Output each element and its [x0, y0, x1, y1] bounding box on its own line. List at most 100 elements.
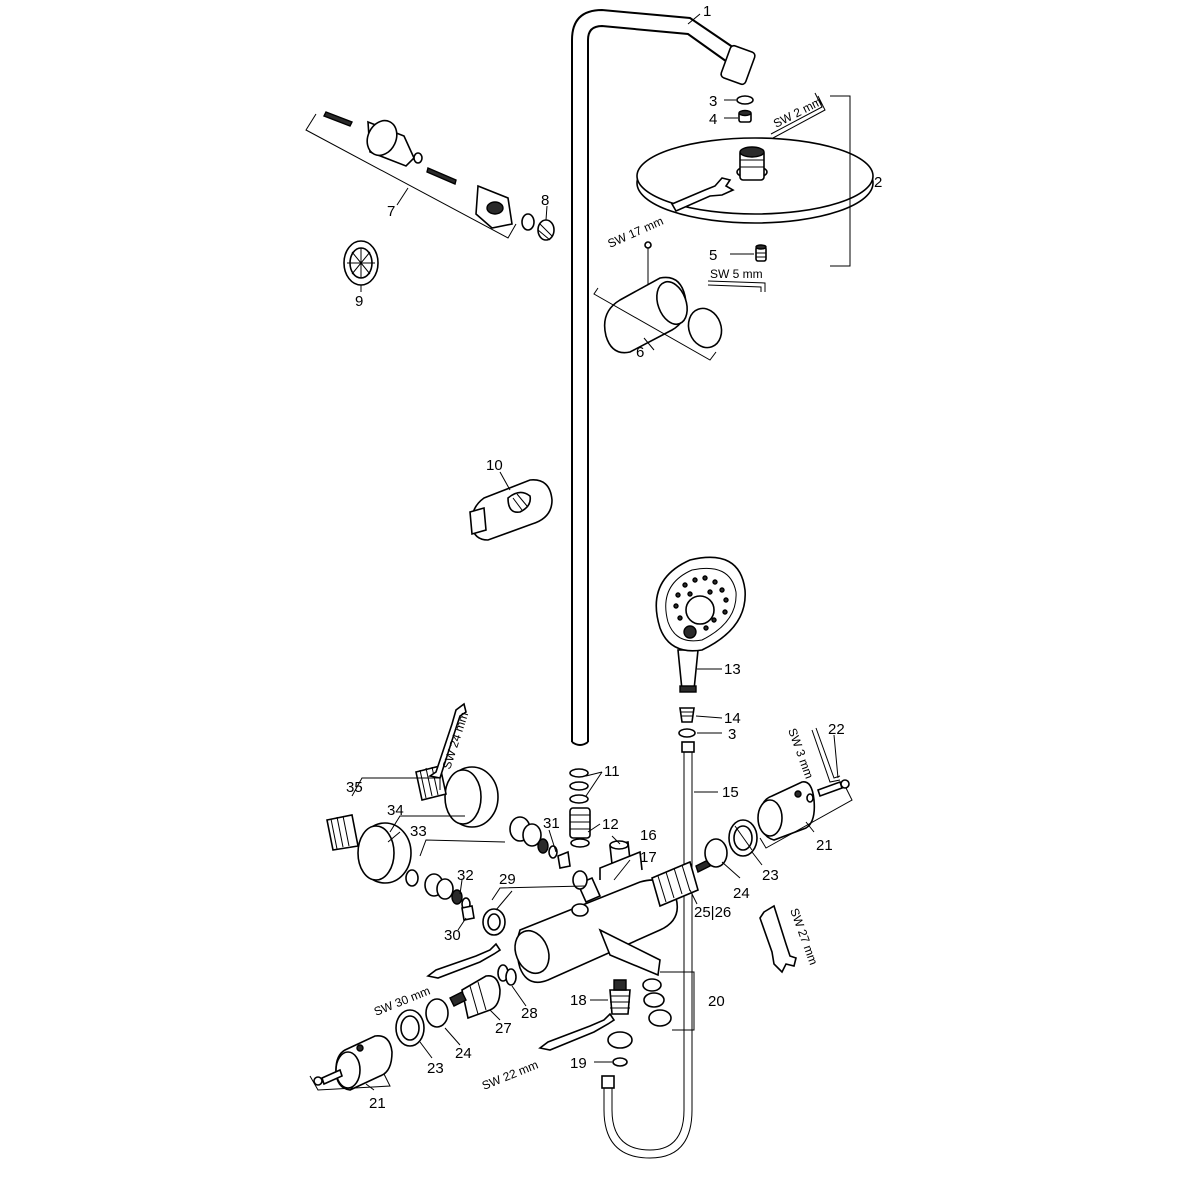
label-part-23-right: 23	[762, 867, 779, 884]
label-sw-3mm: SW 3 mm	[785, 726, 816, 780]
aerator-part-20	[642, 978, 672, 1027]
label-part-17: 17	[640, 849, 657, 866]
o-rings-part-28	[497, 964, 517, 986]
riser-clamp	[603, 241, 723, 354]
label-part-14: 14	[724, 710, 741, 727]
label-part-2: 2	[874, 174, 882, 191]
spray-nozzles	[673, 575, 729, 631]
washers-part-31	[537, 838, 571, 869]
label-part-22: 22	[828, 721, 845, 738]
bracket-part-33	[419, 839, 506, 857]
label-part-10: 10	[486, 457, 503, 474]
label-sw-24mm: SW 24 mm	[440, 710, 472, 771]
label-part-21-left: 21	[369, 1095, 386, 1112]
holder-screw-assembly	[323, 111, 535, 231]
leader-lines	[360, 13, 839, 1091]
label-part-21-right: 21	[816, 837, 833, 854]
non-return-valve	[755, 244, 767, 262]
nut-part-8	[537, 219, 555, 241]
nut-part-29b	[572, 870, 588, 890]
wrench-17mm-icon	[670, 177, 735, 213]
bracket-part-21-right	[759, 787, 853, 849]
label-part-18: 18	[570, 992, 587, 1009]
bracket-part-2	[830, 95, 851, 267]
diverter-cartridge	[449, 974, 501, 1020]
label-part-13: 13	[724, 661, 741, 678]
seal-ring-hose	[678, 728, 696, 738]
nut-part-33-upper	[509, 816, 542, 847]
spout-diverter-18	[609, 979, 631, 1015]
wrench-27mm-icon	[759, 904, 797, 974]
bracket-part-20	[660, 971, 695, 1031]
connector-nut-top	[738, 109, 752, 123]
label-part-34: 34	[387, 802, 404, 819]
bracket-part-29	[491, 885, 586, 901]
label-part-15: 15	[722, 784, 739, 801]
o-rings-set	[569, 768, 589, 804]
wrench-30mm-icon	[426, 942, 502, 979]
thermostat-cartridge	[651, 859, 711, 908]
hand-shower-holder	[469, 479, 553, 541]
wrench-24mm-icon	[427, 702, 467, 779]
nut-part-29	[482, 908, 506, 936]
label-part-23-left: 23	[427, 1060, 444, 1077]
label-part-1: 1	[703, 3, 711, 20]
label-part-31: 31	[543, 815, 560, 832]
bracket-part-6	[593, 287, 717, 361]
label-part-27: 27	[495, 1020, 512, 1037]
hose-cone-nut	[679, 707, 695, 723]
bracket-part-21-left	[309, 1073, 391, 1091]
label-part-29: 29	[499, 871, 516, 888]
diverter-handle-left	[335, 1035, 393, 1091]
label-part-8: 8	[541, 192, 549, 209]
label-part-9: 9	[355, 293, 363, 310]
nut-part-33-lower	[405, 869, 454, 900]
part-number-labels: 1 2 3 4 5 6 7 8 9 10 11 12 13 14 3 15 16…	[346, 3, 882, 1112]
label-part-12: 12	[602, 816, 619, 833]
label-sw-5mm: SW 5 mm	[710, 267, 763, 281]
seal-ring-top	[736, 95, 754, 105]
label-part-20: 20	[708, 993, 725, 1010]
label-part-24-right: 24	[733, 885, 750, 902]
label-part-24-left: 24	[455, 1045, 472, 1062]
label-part-35: 35	[346, 779, 363, 796]
label-part-25-26: 25|26	[694, 904, 731, 921]
label-part-33: 33	[410, 823, 427, 840]
nut-part-19	[607, 1031, 633, 1067]
check-valve-cartridge	[569, 807, 591, 848]
thermostat-mixer-body	[514, 850, 679, 984]
label-part-6: 6	[636, 344, 644, 361]
nut-part-23-left	[395, 1009, 425, 1047]
shower-hose	[601, 741, 695, 1159]
handle-knob-upper	[444, 766, 499, 828]
label-part-4: 4	[709, 111, 717, 128]
label-part-7: 7	[387, 203, 395, 220]
label-part-19: 19	[570, 1055, 587, 1072]
hex-key-5mm-icon	[707, 280, 766, 292]
wrench-22mm-icon	[538, 1012, 616, 1051]
label-sw-22mm: SW 22 mm	[480, 1058, 540, 1093]
temperature-handle-right	[757, 781, 816, 841]
label-part-32: 32	[457, 867, 474, 884]
screw-part-21-left	[313, 1068, 343, 1086]
label-part-16: 16	[640, 827, 657, 844]
overhead-shower-head	[636, 137, 874, 224]
nut-part-23-right	[728, 819, 758, 857]
ring-part-24-left	[425, 998, 449, 1028]
label-part-3-hose: 3	[728, 726, 736, 743]
label-part-30: 30	[444, 927, 461, 944]
handle-knob-lower	[357, 822, 412, 884]
bracket-part-7	[305, 113, 517, 239]
screw-part-30	[461, 905, 475, 921]
label-part-5: 5	[709, 247, 717, 264]
hand-shower	[655, 556, 746, 693]
label-sw-17mm: SW 17 mm	[606, 214, 666, 251]
ring-part-24-right	[704, 838, 728, 868]
hex-key-2mm-icon	[770, 92, 826, 139]
label-part-11: 11	[604, 763, 620, 780]
screw-part-22	[806, 779, 850, 803]
shower-riser-pipe	[571, 8, 756, 746]
connector-lower	[326, 814, 359, 851]
bracket-part-35	[351, 777, 441, 797]
